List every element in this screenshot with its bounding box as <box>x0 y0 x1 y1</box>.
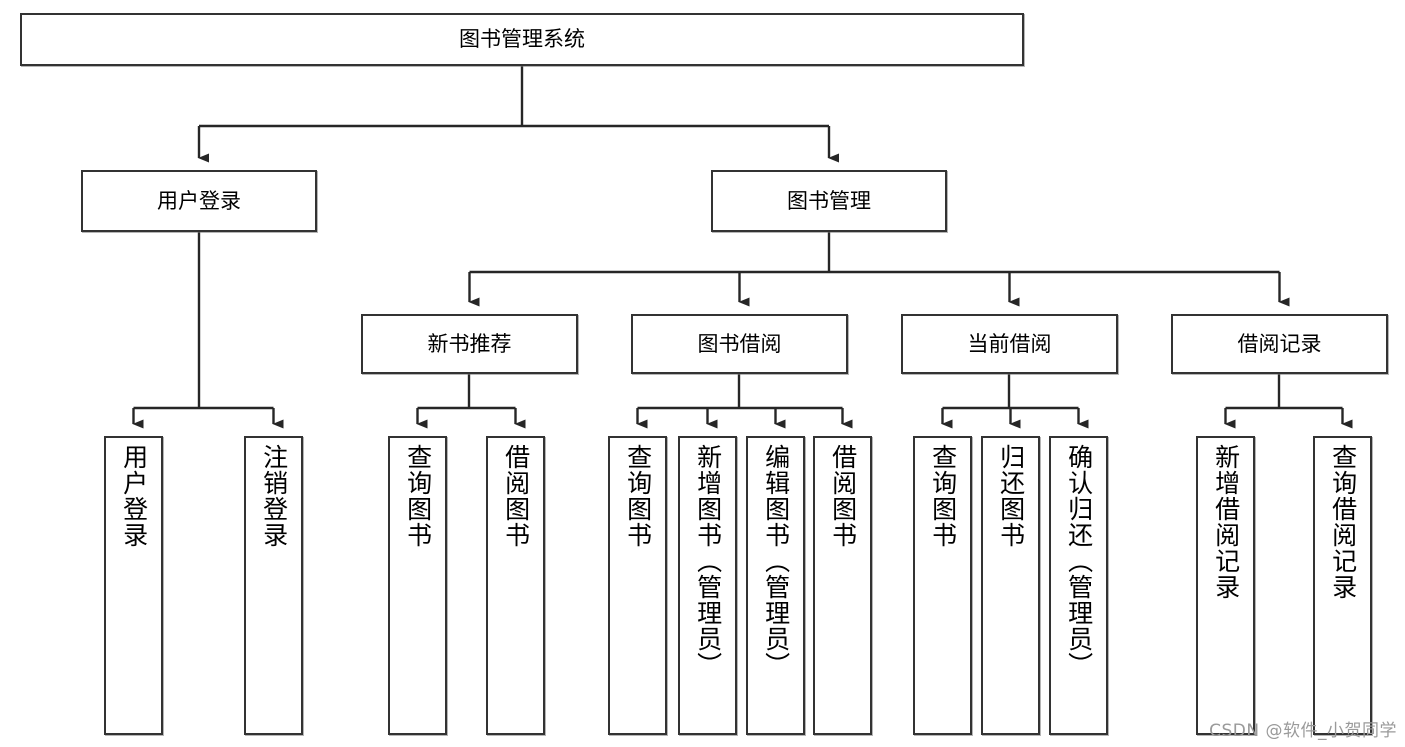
node-label: 新增借阅记录 <box>1211 444 1241 600</box>
node-label: 借阅记录 <box>1237 331 1322 356</box>
node-label: 用户登录 <box>157 188 241 213</box>
node-label: 归还图书 <box>996 444 1026 548</box>
node-book-manage[interactable]: 图书管理 <box>711 170 947 232</box>
node-label: 用户登录 <box>119 444 149 548</box>
node-user-login[interactable]: 用户登录 <box>81 170 317 232</box>
node-leaf-query-book-3[interactable]: 查询图书 <box>913 436 972 735</box>
node-label: 当前借阅 <box>967 331 1052 356</box>
node-leaf-confirm-return[interactable]: 确认归还（管理员） <box>1049 436 1108 735</box>
node-label: 注销登录 <box>259 444 289 548</box>
node-label: 借阅图书 <box>828 444 858 548</box>
csdn-watermark: CSDN @软件_小贺同学 <box>1209 721 1397 741</box>
node-borrow-record[interactable]: 借阅记录 <box>1171 314 1388 374</box>
node-book-borrow[interactable]: 图书借阅 <box>631 314 848 374</box>
node-leaf-edit-book[interactable]: 编辑图书（管理员） <box>746 436 805 735</box>
node-label: 图书管理 <box>787 188 871 213</box>
node-label: 新书推荐 <box>427 331 512 356</box>
node-root[interactable]: 图书管理系统 <box>20 13 1024 66</box>
node-leaf-add-record[interactable]: 新增借阅记录 <box>1196 436 1255 735</box>
node-new-book-rec[interactable]: 新书推荐 <box>361 314 578 374</box>
node-leaf-add-book[interactable]: 新增图书（管理员） <box>678 436 737 735</box>
node-label: 查询图书 <box>623 444 653 548</box>
node-leaf-query-book-2[interactable]: 查询图书 <box>608 436 667 735</box>
node-label: 新增图书（管理员） <box>693 444 723 678</box>
node-leaf-borrow-book-1[interactable]: 借阅图书 <box>486 436 545 735</box>
node-label: 图书管理系统 <box>459 27 585 52</box>
node-label: 编辑图书（管理员） <box>761 444 791 678</box>
node-leaf-return-book[interactable]: 归还图书 <box>981 436 1040 735</box>
node-label: 查询图书 <box>928 444 958 548</box>
node-leaf-user-logout[interactable]: 注销登录 <box>244 436 303 735</box>
node-current-borrow[interactable]: 当前借阅 <box>901 314 1118 374</box>
node-label: 确认归还（管理员） <box>1064 444 1094 678</box>
node-label: 图书借阅 <box>697 331 782 356</box>
node-leaf-user-login[interactable]: 用户登录 <box>104 436 163 735</box>
node-label: 查询图书 <box>403 444 433 548</box>
node-label: 查询借阅记录 <box>1328 444 1358 600</box>
node-label: 借阅图书 <box>501 444 531 548</box>
node-leaf-query-record[interactable]: 查询借阅记录 <box>1313 436 1372 735</box>
node-leaf-query-book-1[interactable]: 查询图书 <box>388 436 447 735</box>
node-leaf-borrow-book-2[interactable]: 借阅图书 <box>813 436 872 735</box>
